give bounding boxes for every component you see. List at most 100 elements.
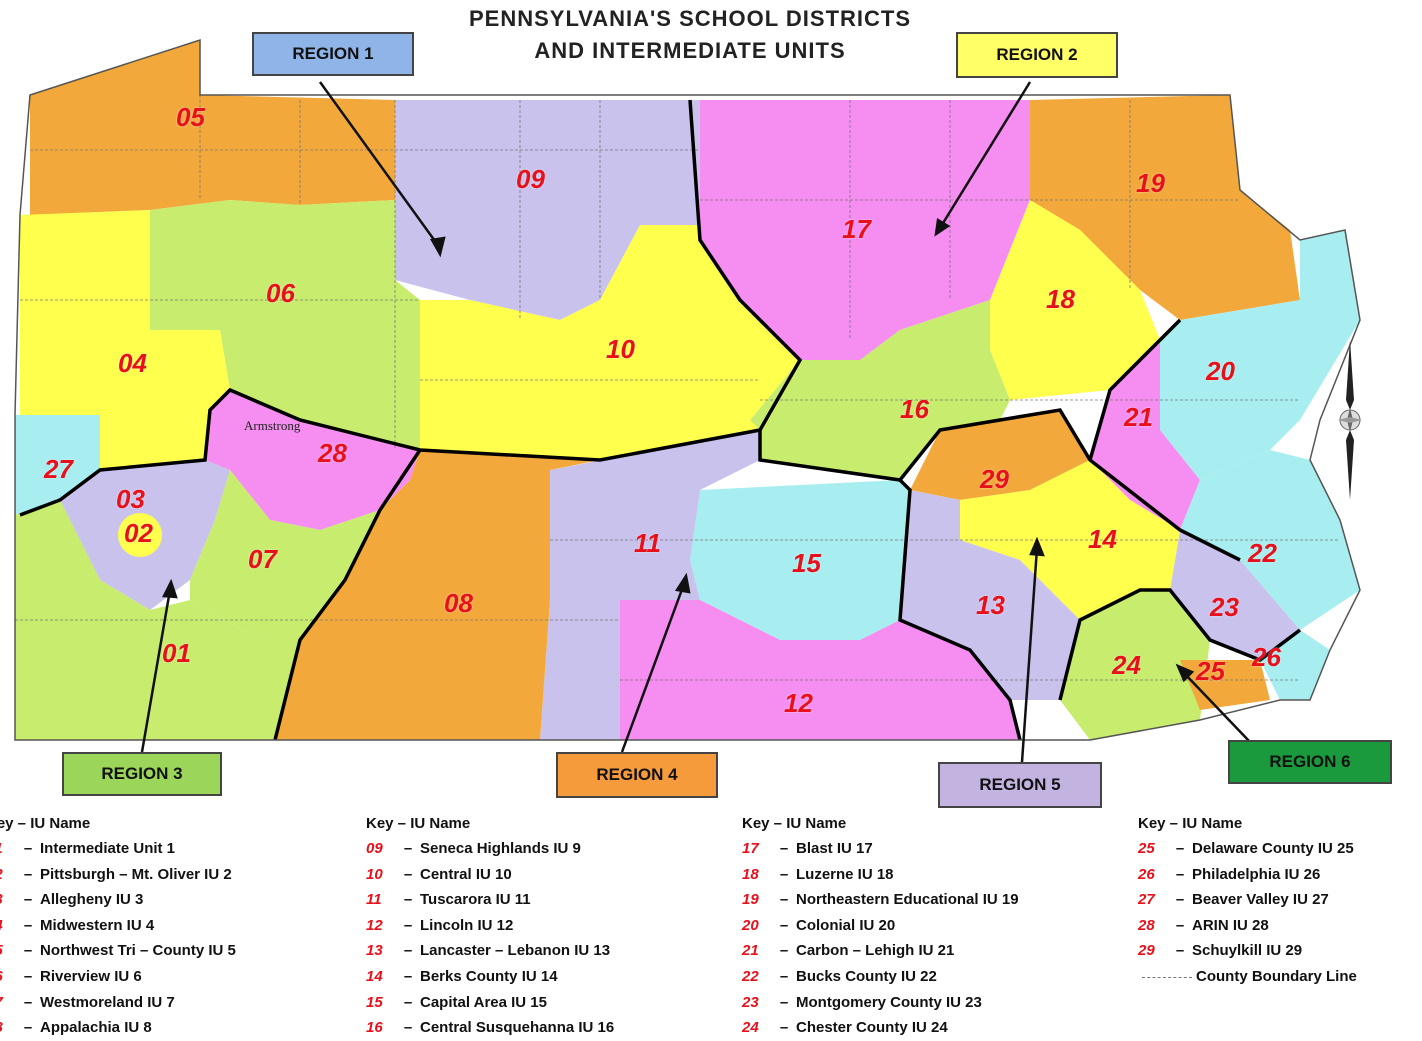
legend-header: Key – IU Name [366,815,471,832]
legend-key: 13 [366,942,383,960]
legend-name: Tuscarora IU 11 [420,891,531,909]
legend-item: 06–Riverview IU 6 [0,964,236,990]
iu-number-03: 03 [116,484,145,514]
legend-column-2: Key – IU Name 09–Seneca Highlands IU 9 1… [366,812,614,1041]
legend-name: Montgomery County IU 23 [796,993,982,1011]
legend-name: Westmoreland IU 7 [40,993,175,1011]
iu-number-29: 29 [980,464,1009,494]
iu-number-22: 22 [1248,538,1277,568]
iu-area-09 [395,100,700,320]
iu-number-15: 15 [792,548,821,578]
iu-number-07: 07 [248,544,277,574]
iu-area-04 [20,210,230,470]
dashed-line-icon [1142,976,1192,978]
iu-area-20 [1160,230,1360,480]
legend-item: 10–Central IU 10 [366,862,614,888]
legend-name: Carbon – Lehigh IU 21 [796,942,955,960]
legend-item: 27–Beaver Valley IU 27 [1138,887,1357,913]
region-3-label: REGION 3 [62,752,222,796]
legend-column-4: Key – IU Name 25–Delaware County IU 25 2… [1138,812,1357,990]
legend-key: 09 [366,840,383,857]
legend-item: 02–Pittsburgh – Mt. Oliver IU 2 [0,862,236,888]
legend-item: 21–Carbon – Lehigh IU 21 [742,938,1019,964]
legend-key: 10 [366,865,383,883]
legend-key: 25 [1138,840,1155,857]
legend-header: Key – IU Name [742,815,847,832]
iu-number-25: 25 [1196,656,1225,686]
iu-area-15 [690,480,910,640]
legend-item: 03–Allegheny IU 3 [0,887,236,913]
iu-number-19: 19 [1136,168,1165,198]
legend-item: 11–Tuscarora IU 11 [366,887,614,913]
iu-area-06 [150,200,420,450]
legend-item: 15–Capital Area IU 15 [366,990,614,1016]
iu-number-11: 11 [634,528,661,558]
iu-number-27: 27 [44,454,73,484]
legend-item: 08–Appalachia IU 8 [0,1015,236,1041]
legend-name: Capital Area IU 15 [420,993,547,1011]
region-arrows [140,81,1251,763]
legend-item: 20–Colonial IU 20 [742,913,1019,939]
legend-name: Berks County IU 14 [420,967,558,985]
region-4-label: REGION 4 [556,752,718,798]
iu-number-23: 23 [1210,592,1239,622]
iu-area-13 [900,490,1080,700]
legend-name: Central IU 10 [420,865,512,883]
iu-number-06: 06 [266,278,295,308]
iu-number-24: 24 [1112,650,1141,680]
iu-area-27 [15,415,100,515]
compass-rose-icon [1338,340,1362,500]
place-label-armstrong: Armstrong [244,418,301,433]
legend-name: Colonial IU 20 [796,916,896,934]
legend-key: 18 [742,865,759,883]
legend-key: 07 [0,990,16,1016]
iu-number-20: 20 [1206,356,1235,386]
iu-number-02: 02 [124,518,153,548]
region-1-label: REGION 1 [252,32,414,76]
iu-area-29 [910,410,1090,500]
legend-key: 21 [742,942,759,960]
iu-number-13: 13 [976,590,1005,620]
iu-number-12: 12 [784,688,813,718]
legend-name: Riverview IU 6 [40,967,142,985]
iu-number-01: 01 [162,638,191,668]
iu-number-21: 21 [1124,402,1153,432]
pennsylvania-map [14,38,1362,763]
map-title-line1: PENNSYLVANIA'S SCHOOL DISTRICTS [468,6,912,31]
legend-name: Delaware County IU 25 [1192,840,1354,857]
legend-key: 12 [366,916,383,934]
iu-number-10: 10 [606,334,635,364]
iu-area-11 [540,430,760,740]
legend-item: 01–Intermediate Unit 1 [0,836,236,862]
legend-key: 06 [0,964,16,990]
legend-key: 01 [0,836,16,862]
iu-number-17: 17 [842,214,871,244]
legend-key: 03 [0,887,16,913]
legend-key: 22 [742,967,759,985]
legend-key: 11 [366,891,382,909]
legend-key: 28 [1138,916,1155,934]
iu-area-24 [1060,590,1210,740]
legend-item: 23–Montgomery County IU 23 [742,990,1019,1016]
iu-number-14: 14 [1088,524,1117,554]
legend-item: 18–Luzerne IU 18 [742,862,1019,888]
legend-item: 19–Northeastern Educational IU 19 [742,887,1019,913]
iu-number-26: 26 [1252,642,1281,672]
legend-key: 05 [0,938,16,964]
legend-header: Key – IU Name [1138,815,1243,832]
legend-name: Luzerne IU 18 [796,865,894,883]
legend-item: 22–Bucks County IU 22 [742,964,1019,990]
county-boundaries [15,40,1340,681]
iu-number-08: 08 [444,588,473,618]
legend-name: Lincoln IU 12 [420,916,514,934]
legend-name: Chester County IU 24 [796,1019,948,1037]
legend-key: 17 [742,840,759,857]
legend-name: Allegheny IU 3 [40,891,144,909]
legend-item: 26–Philadelphia IU 26 [1138,862,1357,888]
iu-area-18 [990,200,1160,400]
legend-item: 28–ARIN IU 28 [1138,913,1357,939]
iu-area-16 [750,300,1010,480]
legend-header: Key – IU Name [0,815,91,832]
legend-name: Pittsburgh – Mt. Oliver IU 2 [40,865,232,883]
legend-name: Appalachia IU 8 [40,1019,152,1037]
